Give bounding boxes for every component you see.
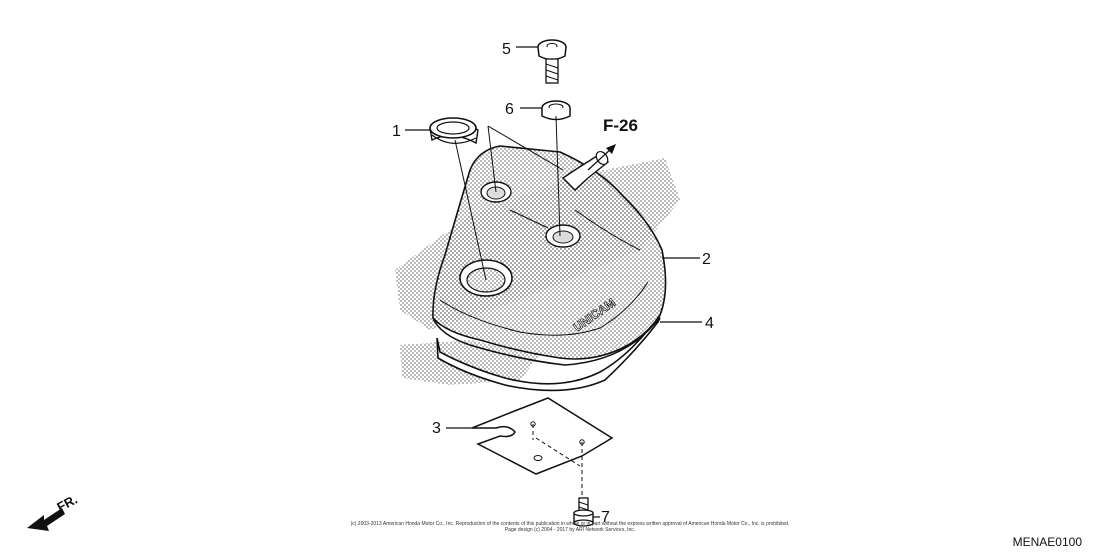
copyright-line-2: Page design (c) 2004 - 2017 by ARI Netwo… xyxy=(504,527,636,533)
reference-label: F-26 xyxy=(603,116,638,135)
callout-6[interactable]: 6 xyxy=(505,101,514,118)
plate-bolt[interactable] xyxy=(573,497,594,527)
bolt[interactable] xyxy=(537,39,567,84)
callout-leaders xyxy=(405,46,702,518)
front-arrow-icon xyxy=(27,508,65,531)
baffle-plate[interactable] xyxy=(471,397,614,475)
copyright-notice: (c) 2003-2013 American Honda Motor Co., … xyxy=(290,521,850,533)
copyright-line-1: (c) 2003-2013 American Honda Motor Co., … xyxy=(350,521,790,527)
washer[interactable] xyxy=(541,100,571,121)
callout-7[interactable]: 7 xyxy=(601,509,610,526)
callout-labels: 1 2 3 4 5 6 7 xyxy=(392,41,714,526)
reference-arrow: F-26 xyxy=(587,116,638,171)
callout-4[interactable]: 4 xyxy=(705,315,714,332)
assembly-guide-lines xyxy=(454,115,583,498)
diagram-code: MENAE0100 xyxy=(1012,535,1082,549)
callout-2[interactable]: 2 xyxy=(702,251,711,268)
callout-5[interactable]: 5 xyxy=(502,41,511,58)
front-direction-indicator: FR. xyxy=(27,492,80,531)
callout-1[interactable]: 1 xyxy=(392,123,401,140)
gasket-ring[interactable] xyxy=(429,117,479,145)
head-cover-gasket[interactable] xyxy=(436,317,661,392)
callout-3[interactable]: 3 xyxy=(432,420,441,437)
